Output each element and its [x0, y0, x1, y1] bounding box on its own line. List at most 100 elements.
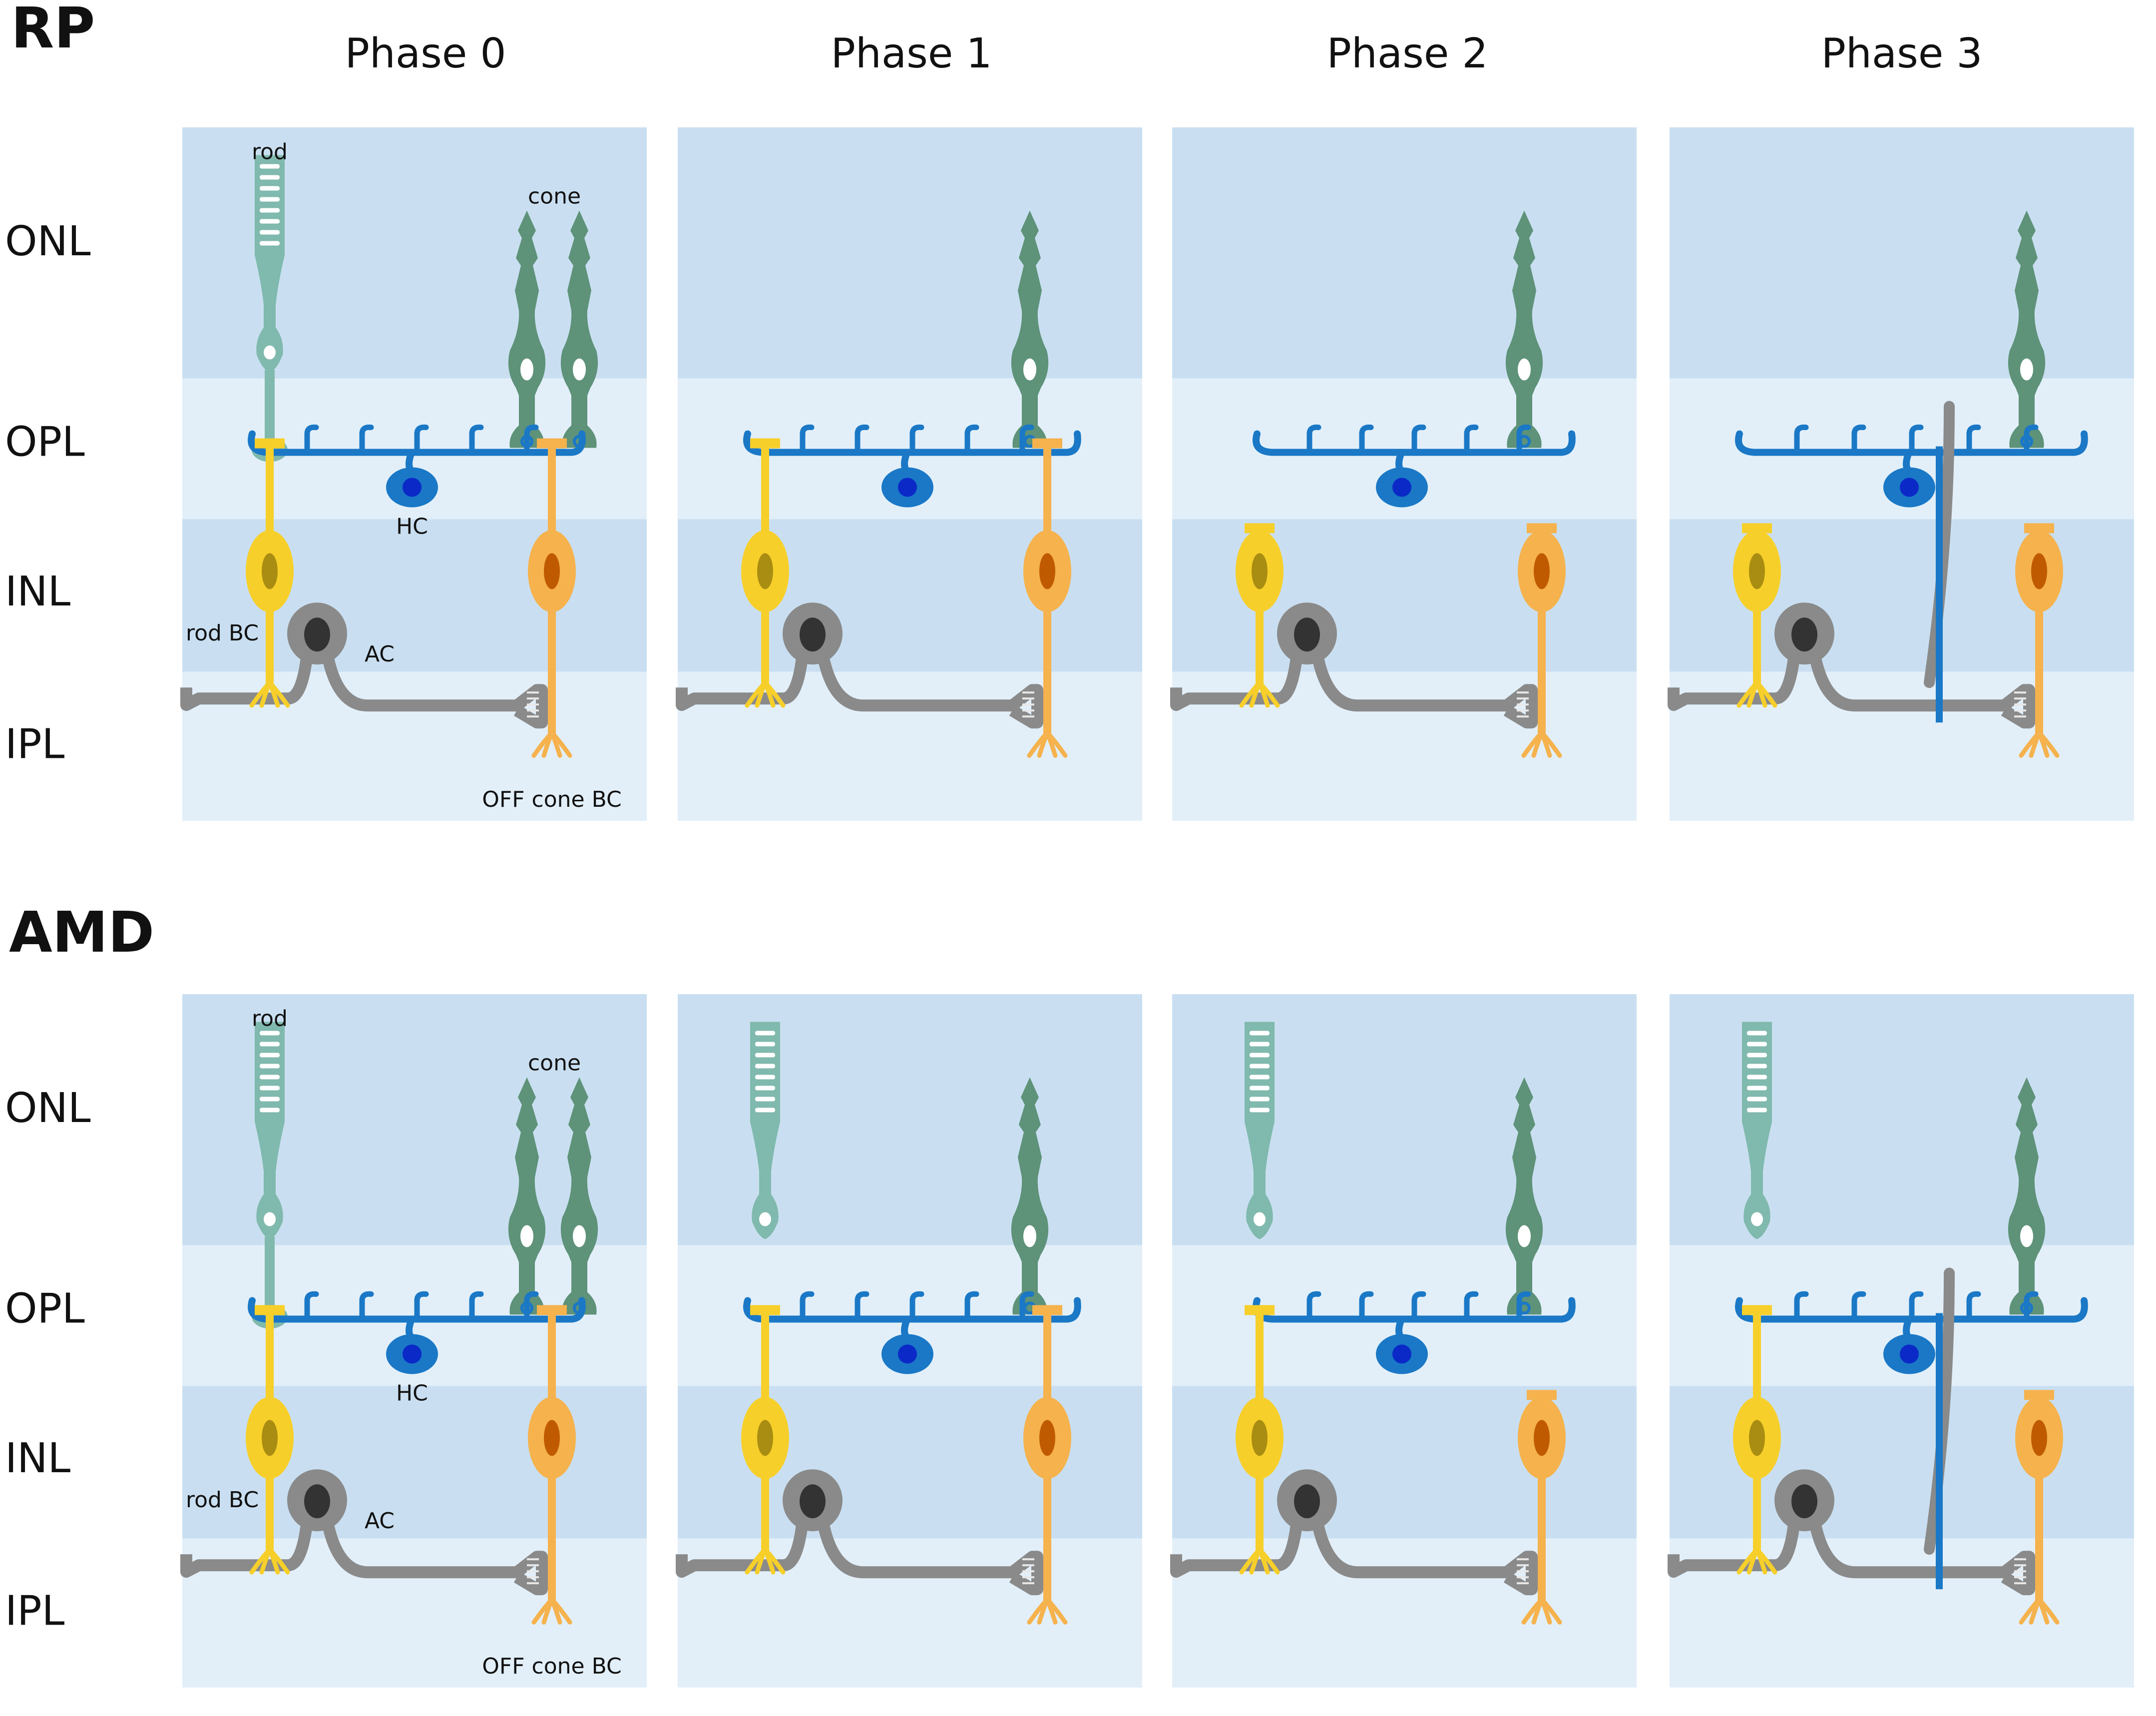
rod-axon — [265, 1236, 275, 1312]
hc-dendrite — [1359, 424, 1374, 453]
ac-synapse-line — [1022, 703, 1034, 706]
phase-header: Phase 1 — [831, 30, 992, 77]
bc-axon — [266, 1473, 274, 1555]
ac-synapse-line — [1517, 715, 1529, 718]
bc-terminal — [763, 680, 786, 708]
bipolar-nucleus — [2031, 553, 2047, 589]
ac-synapse-line — [527, 697, 539, 700]
cone-nucleus — [1023, 358, 1036, 381]
bipolar-nucleus — [757, 1420, 773, 1456]
rod-disc — [260, 230, 280, 235]
bc-terminal — [2037, 1597, 2060, 1625]
hc-dendrite — [1306, 424, 1321, 453]
bc-axon — [1753, 1473, 1761, 1555]
ac-synapse-line — [1022, 1564, 1034, 1567]
rod-disc — [260, 175, 280, 180]
ac-synapse-line — [2014, 691, 2026, 694]
rod-disc — [1747, 1086, 1767, 1091]
ac-synapse-line — [2014, 1570, 2026, 1573]
layer-label: ONL — [5, 218, 91, 265]
bc-axon — [1256, 606, 1264, 688]
phase-header: Phase 3 — [1821, 30, 1982, 77]
phase-panel — [676, 127, 1142, 821]
cone-nucleus — [573, 1225, 586, 1247]
ac-synapse-line — [1022, 1582, 1034, 1585]
ac-synapse-line — [527, 715, 539, 718]
bc-axon — [1256, 1473, 1264, 1555]
cell-label: AC — [365, 1508, 395, 1534]
rod-disc — [1747, 1053, 1767, 1058]
layer-band-onl — [678, 127, 1142, 379]
layer-band-onl — [1670, 127, 2134, 379]
ac-synapse-line — [2014, 1564, 2026, 1567]
bc-tip — [750, 1305, 780, 1315]
ac-synapse-line — [2014, 703, 2026, 706]
rod-disc — [260, 1031, 280, 1036]
hc-dendrite — [1909, 424, 1924, 453]
hc-dendrite — [800, 424, 815, 453]
bc-tip — [1032, 1305, 1062, 1315]
bc-dendrite — [761, 1308, 769, 1403]
bipolar-nucleus — [2031, 1420, 2047, 1456]
bc-tip — [1245, 1305, 1275, 1315]
hc-dendrite — [1411, 424, 1426, 453]
bc-tip — [255, 438, 285, 449]
bipolar-nucleus — [1534, 553, 1550, 589]
cone-photoreceptor — [508, 210, 546, 448]
cone-photoreceptor — [560, 210, 598, 448]
cone-photoreceptor — [1505, 1077, 1543, 1315]
hc-nucleus — [403, 1344, 422, 1364]
hc-dendrite — [414, 1291, 429, 1320]
phase-header: Phase 0 — [345, 30, 506, 77]
hc-nucleus — [1392, 478, 1411, 497]
bipolar-nucleus — [1252, 1420, 1268, 1456]
hc-dendrite — [304, 424, 319, 453]
rod-disc — [1747, 1075, 1767, 1080]
layer-label: IPL — [5, 721, 65, 768]
hc-dendrite — [1464, 1291, 1479, 1320]
bc-tip — [1245, 523, 1275, 534]
cone-nucleus — [573, 358, 586, 381]
hc-nucleus — [1392, 1344, 1411, 1364]
ac-synapse-line — [527, 691, 539, 694]
layer-label: INL — [5, 1435, 71, 1482]
bipolar-nucleus — [1749, 1420, 1765, 1456]
hc-dendrite — [1019, 1291, 1034, 1320]
bipolar-nucleus — [262, 553, 278, 589]
rod-disc — [260, 197, 280, 202]
hc-dendrite — [909, 1291, 924, 1320]
cell-label: rod BC — [186, 1487, 259, 1513]
ac-synapse-line — [2014, 697, 2026, 700]
bc-dendrite — [266, 441, 274, 537]
bc-terminal — [267, 1547, 290, 1575]
hc-dendrite — [359, 424, 374, 453]
rod-disc — [1250, 1042, 1270, 1047]
hc-dendrite — [414, 424, 429, 453]
cell-label: cone — [528, 1051, 581, 1076]
rod-axon — [265, 370, 275, 445]
bc-dendrite — [761, 441, 769, 537]
cone-photoreceptor — [2008, 1077, 2046, 1315]
hc-dendrite — [1909, 1291, 1924, 1320]
horizontal-cell-process — [1735, 430, 2088, 456]
cone-nucleus — [520, 358, 533, 381]
rod-disc — [260, 241, 280, 246]
bipolar-nucleus — [1252, 553, 1268, 589]
cell-label: cone — [528, 184, 581, 209]
ac-synapse-line — [1517, 1570, 1529, 1573]
ac-synapse-line — [1517, 709, 1529, 712]
bc-terminal — [1257, 680, 1280, 708]
ac-process-right — [817, 652, 1043, 729]
section-label-rp: RP — [11, 0, 95, 61]
bc-dendrite — [548, 441, 556, 537]
rod-disc — [260, 1053, 280, 1058]
rod-disc — [1250, 1108, 1270, 1113]
phase-panel — [1170, 127, 1637, 821]
ac-synapse-line — [1022, 1570, 1034, 1573]
hc-dendrite — [469, 424, 484, 453]
cone-nucleus — [2020, 358, 2033, 381]
ac-process-right — [817, 1519, 1043, 1596]
amacrine-nucleus — [1791, 617, 1817, 652]
ac-synapse-line — [2014, 715, 2026, 718]
